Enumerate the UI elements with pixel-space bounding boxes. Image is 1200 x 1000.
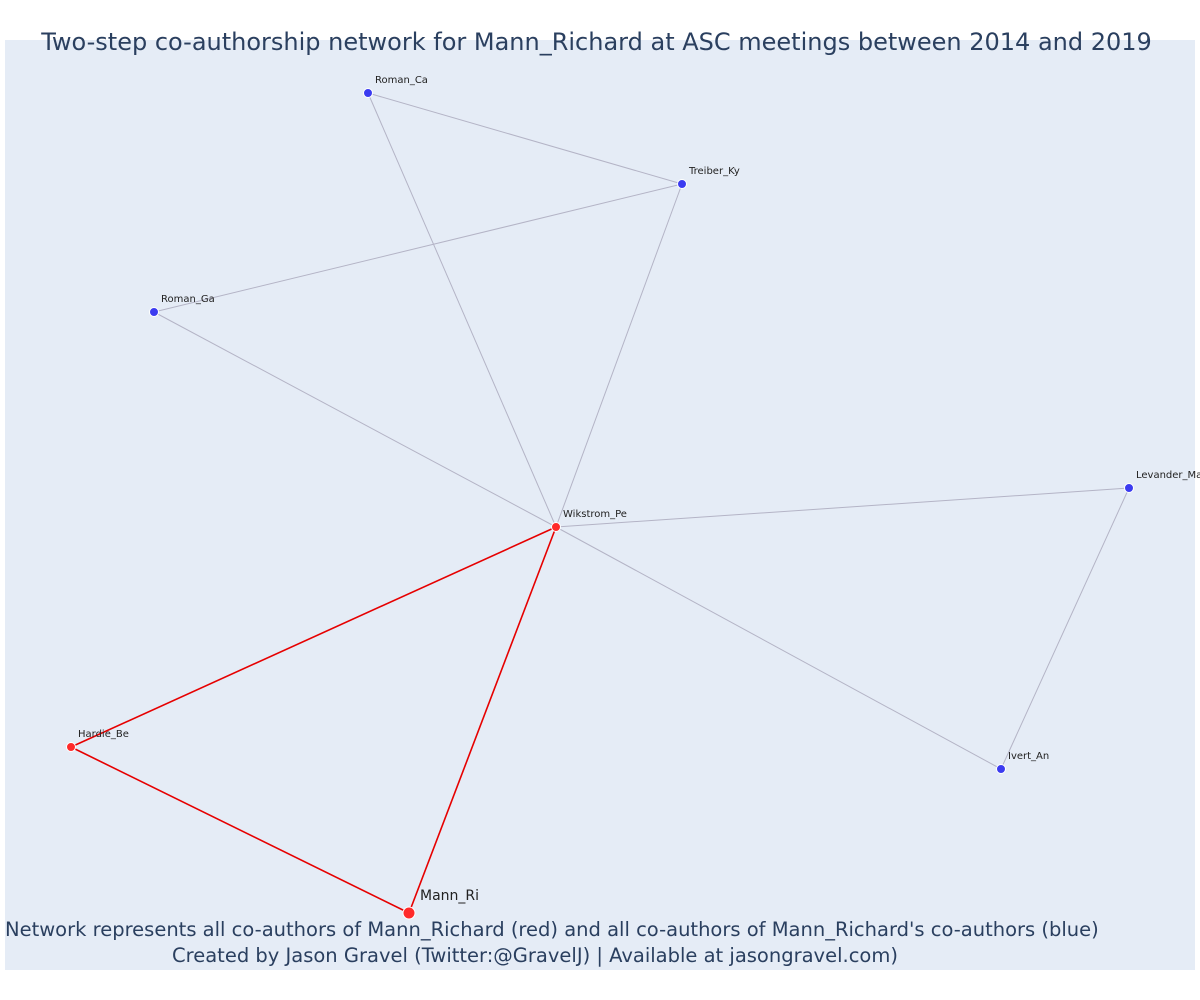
caption-line-2: Created by Jason Gravel (Twitter:@Gravel… <box>172 944 898 967</box>
edges-layer <box>70 92 1130 914</box>
edge-Mann_Ri-Wikstrom_Pe <box>408 526 557 914</box>
node-Hardie_Be[interactable] <box>66 742 76 752</box>
node-Wikstrom_Pe[interactable] <box>551 522 561 532</box>
edge-Hardie_Be-Wikstrom_Pe <box>70 526 557 748</box>
node-Treiber_Ky[interactable] <box>677 179 687 189</box>
edge-Mann_Ri-Hardie_Be <box>70 746 410 914</box>
edge-Roman_Ca-Treiber_Ky <box>367 92 683 185</box>
plot-area <box>5 40 1195 970</box>
node-Ivert_An[interactable] <box>996 764 1006 774</box>
node-Roman_Ga[interactable] <box>149 307 159 317</box>
node-Mann_Ri[interactable] <box>402 906 416 920</box>
node-label-Roman_Ga: Roman_Ga <box>161 294 215 305</box>
caption-line-1: Network represents all co-authors of Man… <box>5 918 1099 941</box>
edge-Treiber_Ky-Roman_Ga <box>153 183 683 313</box>
node-label-Treiber_Ky: Treiber_Ky <box>688 166 740 177</box>
edge-Wikstrom_Pe-Ivert_An <box>555 526 1002 770</box>
node-label-Ivert_An: Ivert_An <box>1008 751 1049 762</box>
edge-Wikstrom_Pe-Levander_Ma <box>555 487 1130 528</box>
node-Roman_Ca[interactable] <box>363 88 373 98</box>
node-Levander_Ma[interactable] <box>1124 483 1134 493</box>
node-label-Mann_Ri: Mann_Ri <box>420 888 479 904</box>
chart-caption: Network represents all co-authors of Man… <box>5 917 1099 969</box>
edge-Wikstrom_Pe-Treiber_Ky <box>555 183 683 528</box>
node-label-Roman_Ca: Roman_Ca <box>375 75 428 86</box>
node-label-Wikstrom_Pe: Wikstrom_Pe <box>563 509 627 520</box>
nodes-layer <box>66 88 1134 920</box>
edge-Wikstrom_Pe-Roman_Ga <box>153 311 557 528</box>
edge-Levander_Ma-Ivert_An <box>1000 487 1130 770</box>
node-label-Levander_Ma: Levander_Ma <box>1136 470 1200 481</box>
edge-Wikstrom_Pe-Roman_Ca <box>367 92 557 528</box>
node-label-Hardie_Be: Hardie_Be <box>78 729 129 740</box>
chart-title: Two-step co-authorship network for Mann_… <box>41 28 1152 56</box>
